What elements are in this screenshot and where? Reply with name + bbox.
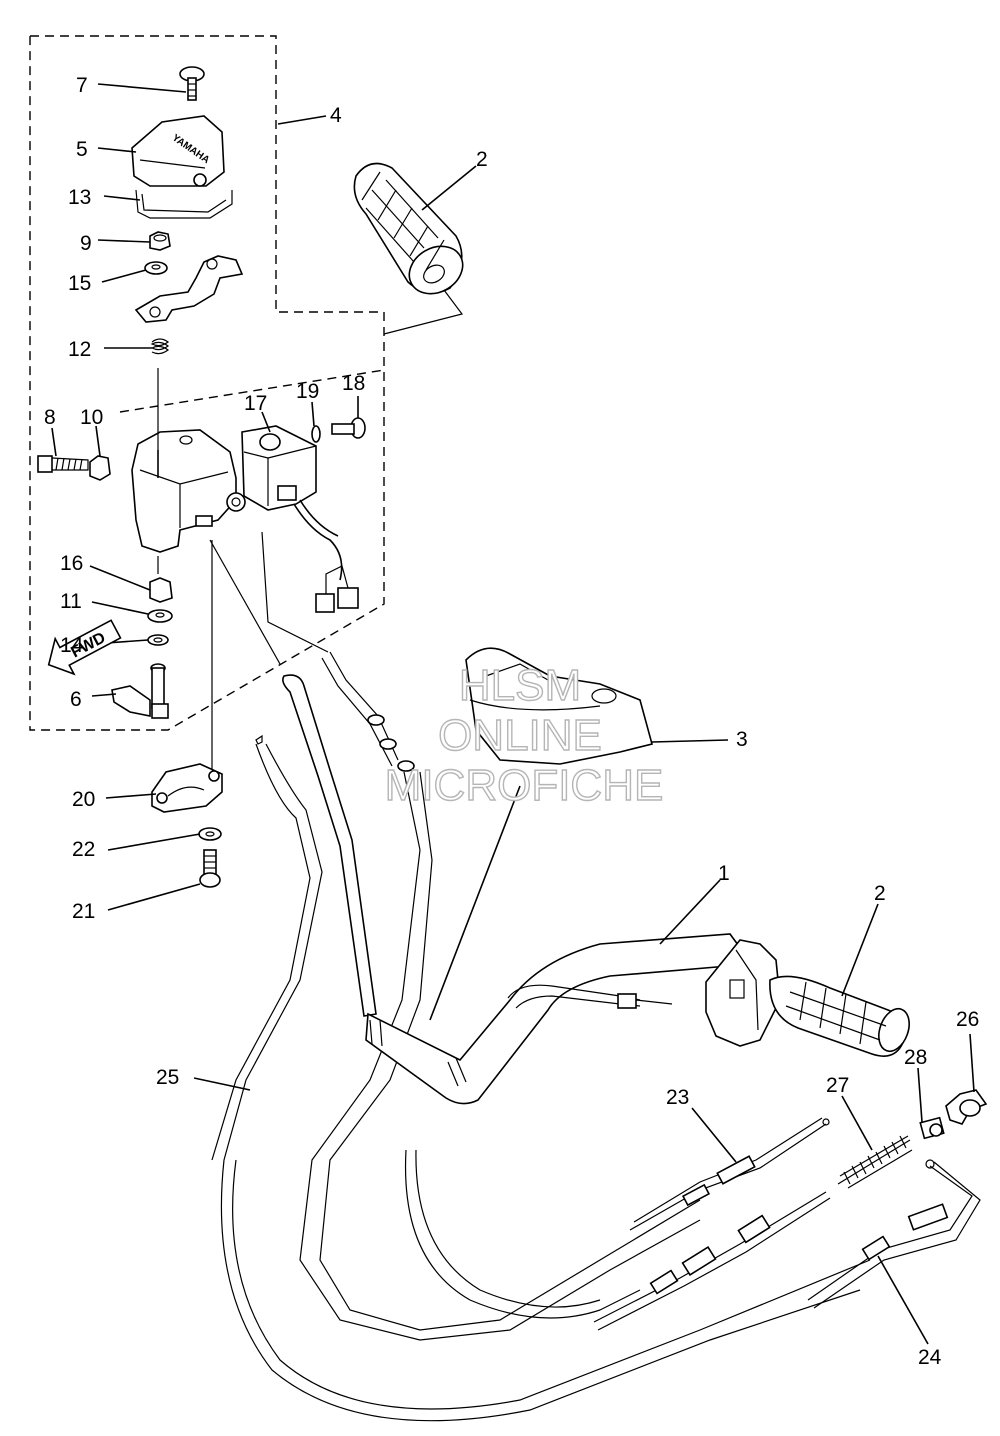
callout-25: 25	[156, 1066, 179, 1089]
callout-2-upper: 2	[476, 148, 488, 171]
callout-4: 4	[330, 104, 342, 127]
callout-3: 3	[736, 728, 748, 751]
callout-16: 16	[60, 552, 83, 575]
washer-15	[144, 261, 168, 275]
callout-labels: 7 4 5 2 13 9 15 12 17 19 18 8 10 16 11 1…	[44, 74, 979, 1369]
callout-18: 18	[342, 372, 365, 395]
adjuster-28	[919, 1116, 945, 1140]
callout-15: 15	[68, 272, 91, 295]
washer-22	[198, 827, 222, 841]
switch-housing	[131, 368, 246, 553]
spring-12	[150, 338, 170, 355]
callout-27: 27	[826, 1074, 849, 1097]
switch-block-17	[241, 425, 343, 581]
lever-pin-6	[111, 663, 169, 719]
callout-12: 12	[68, 338, 91, 361]
spring-27	[837, 1135, 913, 1189]
callout-20: 20	[72, 788, 95, 811]
watermark-line-2: ONLINE	[438, 711, 602, 760]
callout-8: 8	[44, 406, 56, 429]
gasket-13	[135, 189, 233, 219]
clamp-20	[151, 540, 223, 813]
watermark-line-3: MICROFICHE	[385, 761, 664, 810]
lower-switch-parts	[147, 556, 173, 646]
wingnut-26	[945, 1089, 988, 1125]
grip-2-upper	[353, 162, 464, 335]
screw-7	[179, 66, 205, 101]
callout-6: 6	[70, 688, 82, 711]
callout-23: 23	[666, 1086, 689, 1109]
handlebar-1	[365, 933, 754, 1105]
callout-11: 11	[60, 590, 82, 613]
watermark: HLSM ONLINE MICROFICHE	[384, 660, 664, 810]
switch-cover-5: YAMAHA	[131, 115, 225, 187]
callout-5: 5	[76, 138, 88, 161]
callout-2-lower: 2	[874, 882, 886, 905]
cable-23	[629, 1117, 830, 1231]
lever-guard-3	[465, 647, 653, 765]
nut-10	[89, 455, 111, 481]
grip-2-lower	[769, 975, 910, 1057]
watermark-line-1: HLSM	[459, 661, 581, 710]
bolt-21	[199, 849, 221, 888]
lever-bracket	[134, 255, 244, 323]
callout-10: 10	[80, 406, 103, 429]
callout-26: 26	[956, 1008, 979, 1031]
callout-13: 13	[68, 186, 91, 209]
cable-24	[593, 1159, 981, 1331]
connector-plugs	[315, 565, 359, 613]
washer-19	[311, 425, 321, 443]
callout-17: 17	[244, 392, 267, 415]
screw-18	[331, 417, 366, 439]
callout-28: 28	[904, 1046, 927, 1069]
throttle-housing	[705, 939, 781, 1047]
bolt-8	[37, 455, 89, 473]
nut-9	[149, 231, 171, 251]
callout-9: 9	[80, 232, 92, 255]
callout-24: 24	[918, 1346, 942, 1369]
leader-lines	[51, 83, 975, 1345]
callout-22: 22	[72, 838, 95, 861]
callout-19: 19	[296, 380, 319, 403]
callout-14: 14	[60, 634, 84, 657]
switch-assembly-boundary	[29, 35, 385, 731]
callout-7: 7	[76, 74, 88, 97]
callout-1: 1	[718, 862, 730, 885]
callout-21: 21	[72, 900, 95, 923]
